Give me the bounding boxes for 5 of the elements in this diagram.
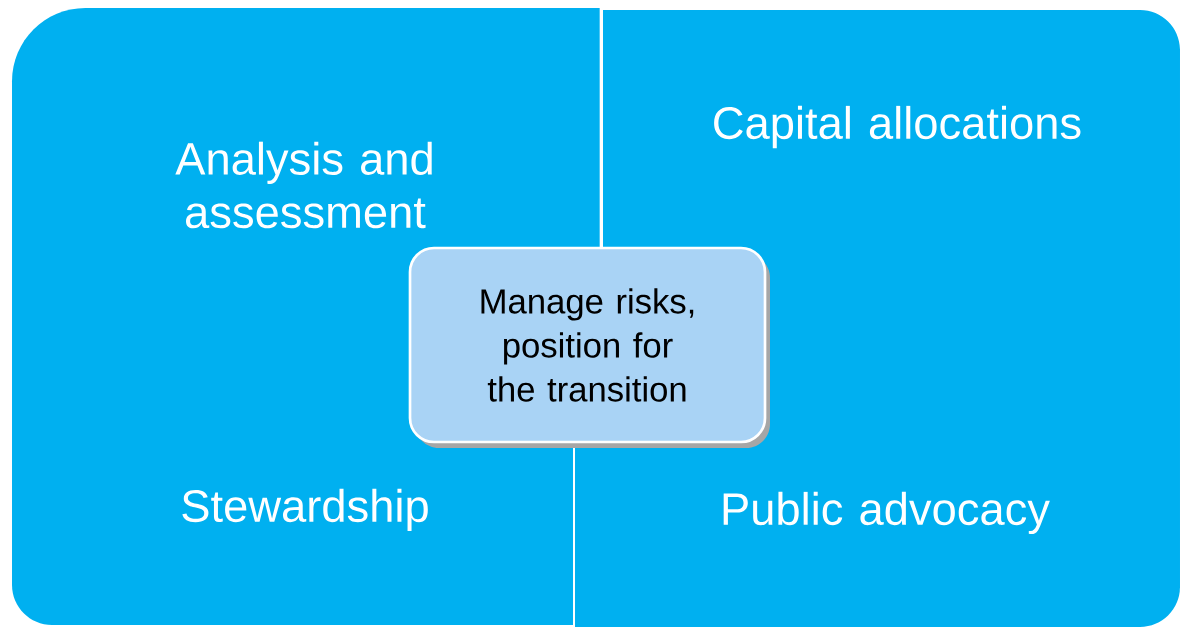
node-label: Analysis and assessment [175,141,432,229]
node-label: Stewardship [182,488,428,532]
node-label: Capital allocations [714,105,1081,149]
node-label: Public advocacy [723,491,1050,535]
centre-box: Manage risks, position for the transition [408,246,770,448]
